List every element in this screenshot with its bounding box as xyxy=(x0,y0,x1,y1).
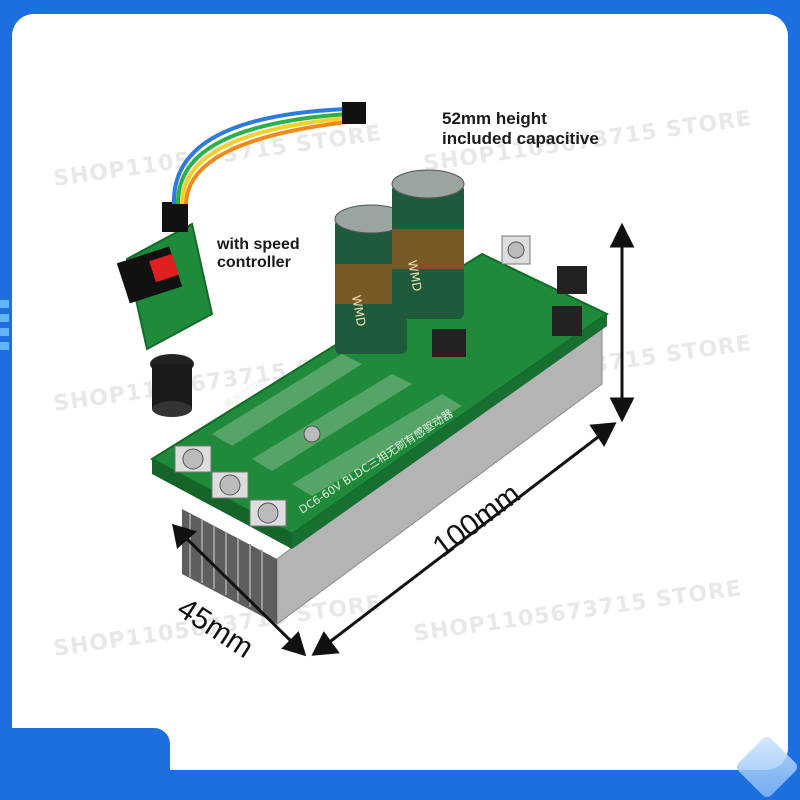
pcb-edge xyxy=(292,314,607,549)
bottom-frame-band xyxy=(0,770,800,800)
length-arrow xyxy=(311,422,617,656)
product-illustration: WMD WMD DC6-60V BLDC三相无刷有感驱动器 最大750W xyxy=(116,102,635,657)
height-arrow xyxy=(609,222,635,423)
header-pins xyxy=(552,266,587,336)
speed-controller-module xyxy=(116,202,214,417)
capacitor-right xyxy=(391,169,465,319)
copper-traces xyxy=(212,354,462,496)
regulator-chip xyxy=(432,329,466,357)
controller-wires xyxy=(171,107,348,205)
height-note: 52mm height included capacitive xyxy=(442,109,599,148)
capacitor-label: WMD xyxy=(405,259,424,292)
wire-connector xyxy=(342,102,366,124)
speed-controller-note: with speed controller xyxy=(217,236,300,272)
heatsink-fins xyxy=(189,514,263,613)
top-frame-band xyxy=(0,0,800,14)
width-arrow xyxy=(172,523,307,657)
side-decoration xyxy=(0,300,12,356)
capacitor-left xyxy=(334,204,408,354)
terminal-screws xyxy=(174,235,531,527)
heatsink-side xyxy=(182,509,277,624)
capacitor-label: WMD xyxy=(349,294,368,327)
product-photo-panel: SHOP1105673715 STORE SHOP1105673715 STOR… xyxy=(12,14,788,770)
